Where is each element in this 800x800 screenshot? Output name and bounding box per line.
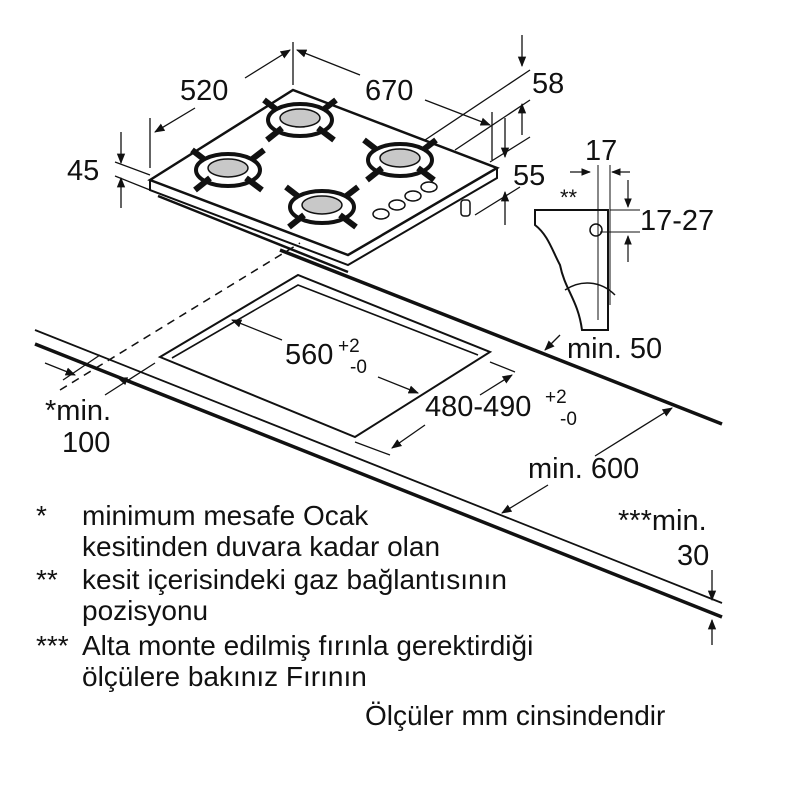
- legend-marker-1: *: [36, 500, 47, 531]
- cutout: [157, 273, 493, 439]
- legend-line: kesitinden duvara kadar olan: [82, 531, 441, 562]
- legend-line: Alta monte edilmiş fırınla gerektirdiği: [82, 630, 534, 661]
- dim-min-30-value: 30: [677, 540, 709, 572]
- control-knobs: [372, 181, 438, 220]
- legend-text-2: kesit içerisindeki gaz bağlantısının poz…: [82, 564, 507, 626]
- dim-17: 17: [585, 135, 617, 167]
- hob: [147, 88, 500, 274]
- gas-connection-marker: **: [560, 185, 578, 210]
- burner-right: [362, 137, 438, 183]
- dim-min-100-value: 100: [62, 427, 110, 459]
- dim-min-30-label: ***min.: [618, 505, 707, 537]
- burner-rear: [262, 97, 338, 143]
- legend-marker-3: ***: [36, 630, 69, 661]
- legend-text-1: minimum mesafe Ocak kesitinden duvara ka…: [82, 500, 440, 562]
- dim-17-27: 17-27: [640, 205, 714, 237]
- dimension-lines: [44, 35, 717, 645]
- burner-rear-left: [190, 147, 266, 193]
- dim-min-100-label: *min.: [45, 395, 111, 427]
- dashed-reference-line: [59, 242, 301, 391]
- dim-cutout-480-490: 480-490: [425, 391, 531, 423]
- legend-marker-2: **: [36, 564, 58, 595]
- dim-cutout-480-tol-minus: -0: [560, 409, 577, 430]
- legend-line: ölçülere bakınız Fırının: [82, 661, 367, 692]
- dim-depth-670: 670: [365, 75, 413, 107]
- units-note: Ölçüler mm cinsindendir: [365, 700, 666, 731]
- dim-min-600: min. 600: [528, 453, 639, 485]
- gas-connector: [460, 199, 471, 217]
- dim-min-50: min. 50: [567, 333, 662, 365]
- dim-cutout-560: 560: [285, 339, 333, 371]
- burner-front: [284, 184, 360, 230]
- legend-text-3: Alta monte edilmiş fırınla gerektirdiği …: [82, 630, 533, 692]
- dim-45: 45: [67, 155, 99, 187]
- legend-line: minimum mesafe Ocak: [82, 500, 369, 531]
- legend-line: kesit içerisindeki gaz bağlantısının: [82, 564, 507, 595]
- dim-58: 58: [532, 68, 564, 100]
- legend-line: pozisyonu: [82, 595, 209, 626]
- dim-cutout-480-tol-plus: +2: [545, 387, 567, 408]
- side-profile: [534, 165, 640, 331]
- dim-cutout-560-tol-minus: -0: [350, 357, 367, 378]
- dim-cutout-560-tol-plus: +2: [338, 336, 360, 357]
- dim-width-520: 520: [180, 75, 228, 107]
- dim-55: 55: [513, 160, 545, 192]
